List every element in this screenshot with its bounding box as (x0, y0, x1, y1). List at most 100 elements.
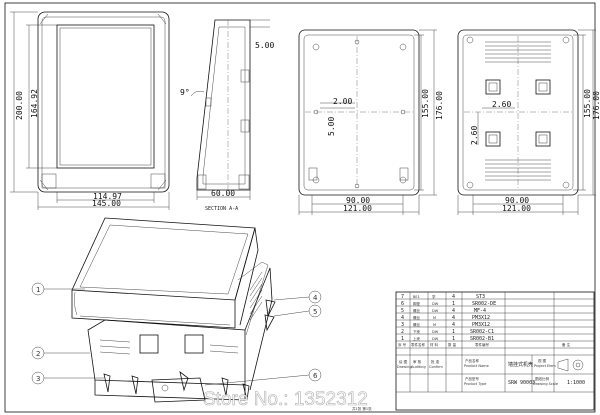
mounting-bosses (485, 79, 551, 147)
svg-text:4: 4 (313, 294, 318, 302)
section-depth: 60.00 (211, 189, 235, 198)
svg-text:5: 5 (401, 308, 404, 314)
svg-text:DW: DW (432, 309, 439, 313)
svg-text:BE1: BE1 (413, 295, 420, 299)
svg-text:下壳: 下壳 (413, 329, 421, 334)
svg-text:Confirm: Confirm (429, 365, 443, 369)
svg-text:SR002-DE: SR002-DE (472, 301, 496, 307)
bottom-width-inner: 90.00 (505, 196, 529, 205)
back-offset-x: 2.00 (333, 97, 352, 106)
wall-bracket (151, 377, 206, 403)
svg-text:数 量: 数 量 (448, 342, 457, 347)
back-offset-y: 5.00 (327, 117, 336, 136)
svg-text:墙挂式机壳: 墙挂式机壳 (508, 361, 533, 368)
svg-text:零件名称: 零件名称 (411, 342, 425, 347)
svg-text:1: 1 (452, 336, 455, 342)
svg-text:序 号: 序 号 (398, 342, 407, 347)
svg-text:4: 4 (452, 294, 455, 300)
bottom-housing (87, 319, 246, 386)
sheet-number: 共1张 第1张 (352, 406, 372, 411)
screws (103, 299, 276, 401)
svg-text:7: 7 (401, 294, 404, 300)
svg-text:2: 2 (401, 329, 404, 335)
bottom-offset-x: 2.60 (492, 100, 511, 109)
svg-text:3: 3 (401, 322, 404, 328)
svg-text:批 准: 批 准 (431, 359, 440, 364)
svg-text:绘 图: 绘 图 (399, 359, 408, 364)
svg-text:1:1000: 1:1000 (567, 380, 585, 386)
bottom-height-inner: 155.00 (583, 89, 592, 118)
svg-text:1: 1 (452, 301, 455, 307)
section-view: 9° 5.00 60.00 SECTION A-A (180, 19, 274, 212)
svg-text:螺丝: 螺丝 (413, 322, 421, 327)
bottom-height-outer: 176.00 (592, 91, 600, 120)
svg-text:M: M (433, 323, 436, 327)
svg-text:Product Name: Product Name (464, 364, 489, 368)
bom-rows: 7 BE1 学 4 ST3 6 脚垫 DW 1 SR002-DE 5 螺丝 DW… (401, 294, 496, 342)
section-top-offset: 5.00 (255, 41, 274, 50)
svg-text:MF-4: MF-4 (474, 308, 486, 314)
svg-text:4: 4 (452, 308, 455, 314)
exploded-isometric-view (71, 217, 276, 403)
svg-text:上壳: 上壳 (413, 336, 421, 341)
svg-text:2: 2 (36, 350, 40, 358)
svg-text:产品型号: 产品型号 (465, 376, 479, 381)
svg-text:Drawing Scale: Drawing Scale (533, 382, 558, 386)
svg-text:视 图: 视 图 (538, 358, 547, 363)
svg-text:DW: DW (432, 302, 439, 306)
front-width-outer: 145.00 (92, 199, 121, 208)
svg-text:零件编号: 零件编号 (475, 342, 489, 347)
bottom-offset-y: 2.60 (470, 126, 479, 145)
svg-text:Project Elem: Project Elem (534, 364, 556, 368)
store-watermark: Store No.: 1352312 (203, 389, 368, 410)
svg-text:1: 1 (401, 336, 404, 342)
svg-text:4: 4 (452, 315, 455, 321)
section-angle: 9° (180, 88, 190, 97)
svg-text:5: 5 (313, 308, 317, 316)
svg-text:M: M (433, 316, 436, 320)
svg-text:6: 6 (401, 301, 404, 307)
svg-text:Auditing: Auditing (411, 365, 426, 369)
svg-text:学: 学 (432, 294, 436, 299)
svg-text:ST3: ST3 (476, 294, 485, 300)
front-height-inner: 164.92 (30, 89, 39, 118)
svg-text:审 核: 审 核 (413, 359, 422, 364)
svg-text:4: 4 (401, 315, 404, 321)
projection-symbol (557, 358, 584, 372)
back-view: 176.00 155.00 2.00 5.00 90.00 121.00 (298, 29, 444, 215)
svg-text:产品名称: 产品名称 (465, 358, 479, 363)
svg-text:SR002-C1: SR002-C1 (470, 329, 494, 335)
back-width-inner: 90.00 (346, 196, 370, 205)
svg-text:螺丝: 螺丝 (413, 308, 421, 313)
front-view: 200.00 164.92 114.97 145.00 (10, 11, 170, 210)
bottom-view: 2.60 2.60 176.00 155.00 90.00 121.00 (457, 29, 600, 215)
bill-of-materials: 7 BE1 学 4 ST3 6 脚垫 DW 1 SR002-DE 5 螺丝 DW… (395, 291, 595, 411)
title-block: 绘 图 Drawing 审 核 Auditing 批 准 Confirm 产品名… (397, 358, 585, 386)
svg-text:图纸比例: 图纸比例 (535, 376, 549, 381)
bom-header: 序 号 零件名称 材 料 数 量 零件编号 备 注 (398, 342, 571, 347)
svg-text:螺丝: 螺丝 (413, 315, 421, 320)
vent-slots-top (485, 41, 551, 63)
svg-text:DW: DW (432, 337, 439, 341)
svg-text:DW: DW (432, 330, 439, 334)
svg-text:Product Type: Product Type (464, 382, 486, 386)
svg-text:SRW 90003: SRW 90003 (508, 380, 535, 386)
bottom-width-outer: 121.00 (502, 204, 531, 213)
svg-text:6: 6 (313, 372, 318, 380)
svg-text:PM3X12: PM3X12 (472, 322, 490, 328)
svg-text:4: 4 (452, 322, 455, 328)
front-width-inner: 114.97 (93, 192, 122, 201)
svg-text:材 料: 材 料 (430, 342, 439, 347)
back-height-outer: 176.00 (435, 91, 444, 120)
back-height-inner: 155.00 (421, 89, 430, 118)
svg-text:3: 3 (36, 375, 40, 383)
svg-text:备 注: 备 注 (562, 342, 571, 347)
svg-text:1: 1 (452, 329, 455, 335)
front-height-outer: 200.00 (15, 91, 24, 120)
back-width-outer: 121.00 (343, 204, 372, 213)
sheet-border (4, 2, 596, 413)
svg-text:1: 1 (36, 286, 40, 294)
svg-text:Drawing: Drawing (397, 365, 412, 369)
callouts: 1 2 3 4 5 6 (31, 282, 322, 386)
